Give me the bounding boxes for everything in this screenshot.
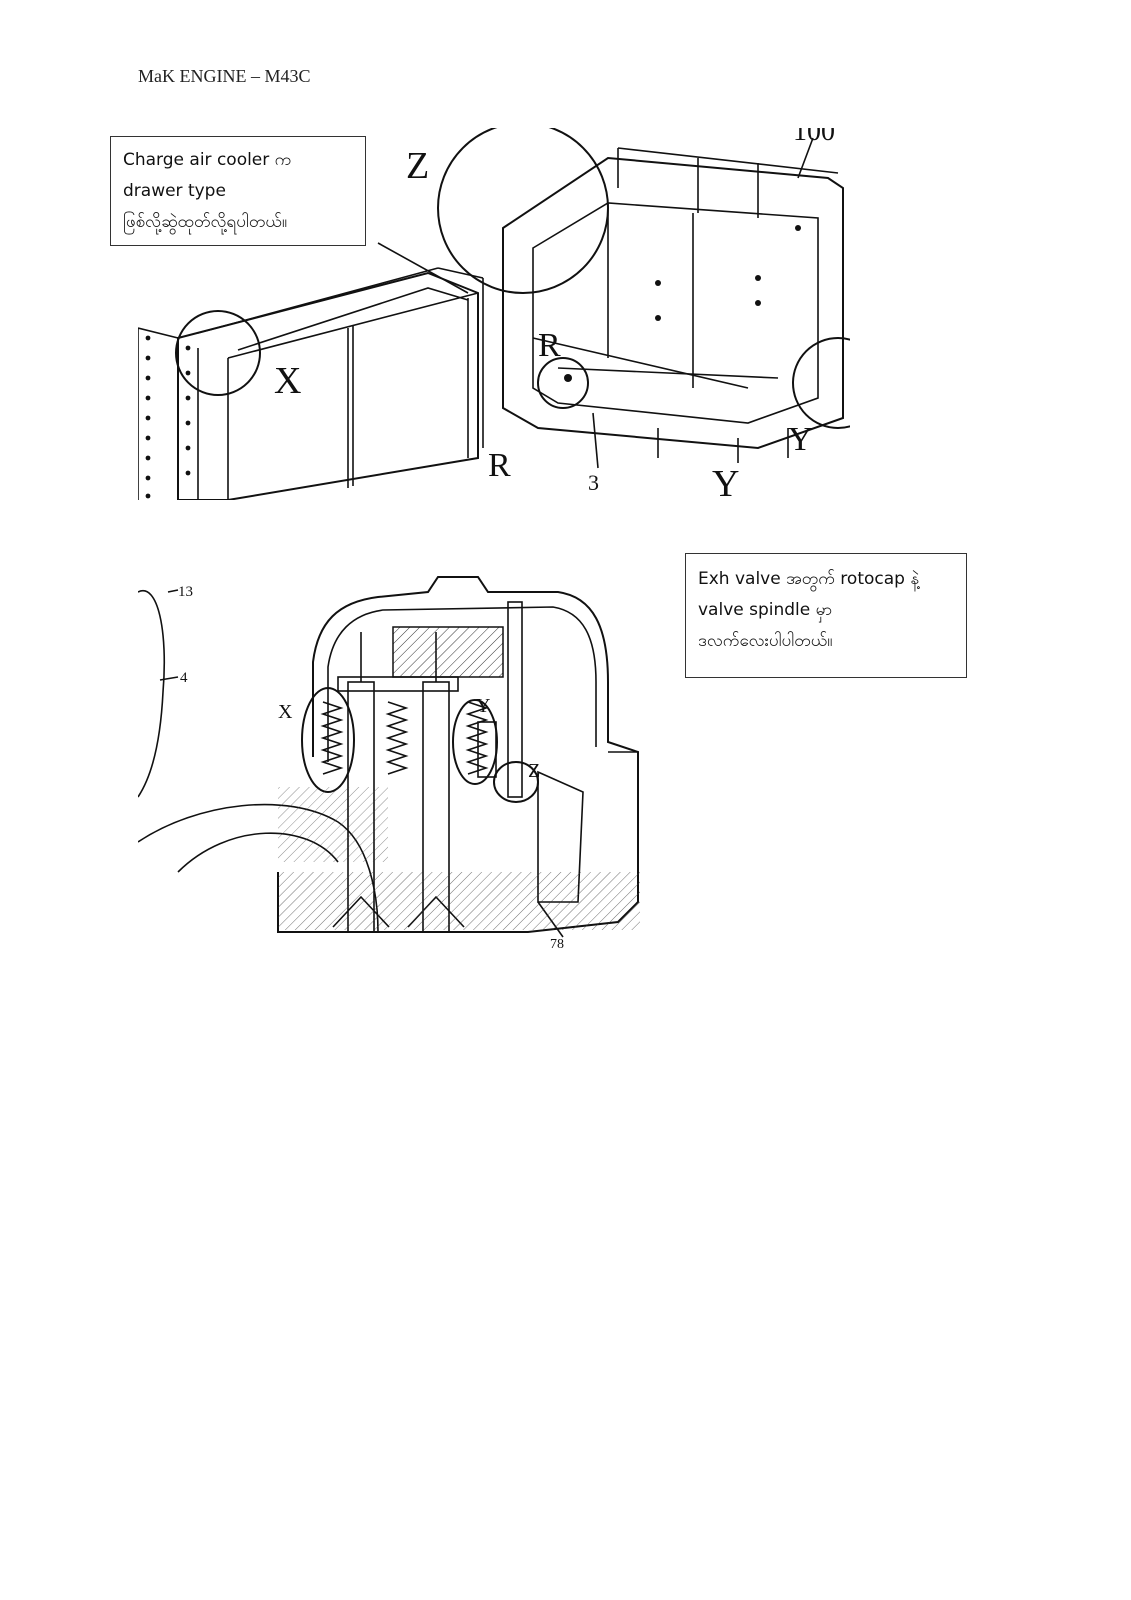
note-line: valve spindle မှာ bbox=[698, 600, 833, 620]
cylinder-head-section-drawing: 13 4 X Y Z 78 bbox=[138, 576, 640, 950]
label-y-right: Y bbox=[788, 421, 813, 458]
exh-valve-note: Exh valve အတွက် rotocap နဲ့ valve spindl… bbox=[685, 553, 967, 678]
label-z: Z bbox=[406, 145, 429, 187]
label-y-bottom: Y bbox=[712, 463, 739, 500]
charge-air-cooler-note: Charge air cooler က drawer type ဖြစ်လို့… bbox=[110, 136, 366, 246]
label-y: Y bbox=[476, 695, 490, 717]
note-line: ဖြစ်လို့ဆွဲထုတ်လို့ရပါတယ်။ bbox=[123, 212, 288, 232]
label-3: 3 bbox=[588, 470, 599, 495]
label-100: 100 bbox=[793, 128, 835, 147]
note-line: Charge air cooler က bbox=[123, 150, 292, 170]
label-r-bottom: R bbox=[488, 447, 511, 484]
label-x: X bbox=[274, 360, 301, 402]
label-4: 4 bbox=[180, 670, 188, 686]
label-z: Z bbox=[528, 760, 540, 782]
note-line: drawer type bbox=[123, 181, 226, 201]
charge-air-cooler-drawing: Z X R R Y Y 3 100 bbox=[138, 128, 850, 500]
note-line: ဒလက်လေးပါပါတယ်။ bbox=[698, 631, 833, 651]
label-r-top: R bbox=[538, 327, 561, 364]
label-13: 13 bbox=[178, 584, 193, 600]
label-x: X bbox=[278, 701, 293, 723]
note-line: Exh valve အတွက် rotocap နဲ့ bbox=[698, 569, 920, 589]
label-78: 78 bbox=[550, 937, 564, 950]
page-header: MaK ENGINE – M43C bbox=[138, 66, 311, 86]
